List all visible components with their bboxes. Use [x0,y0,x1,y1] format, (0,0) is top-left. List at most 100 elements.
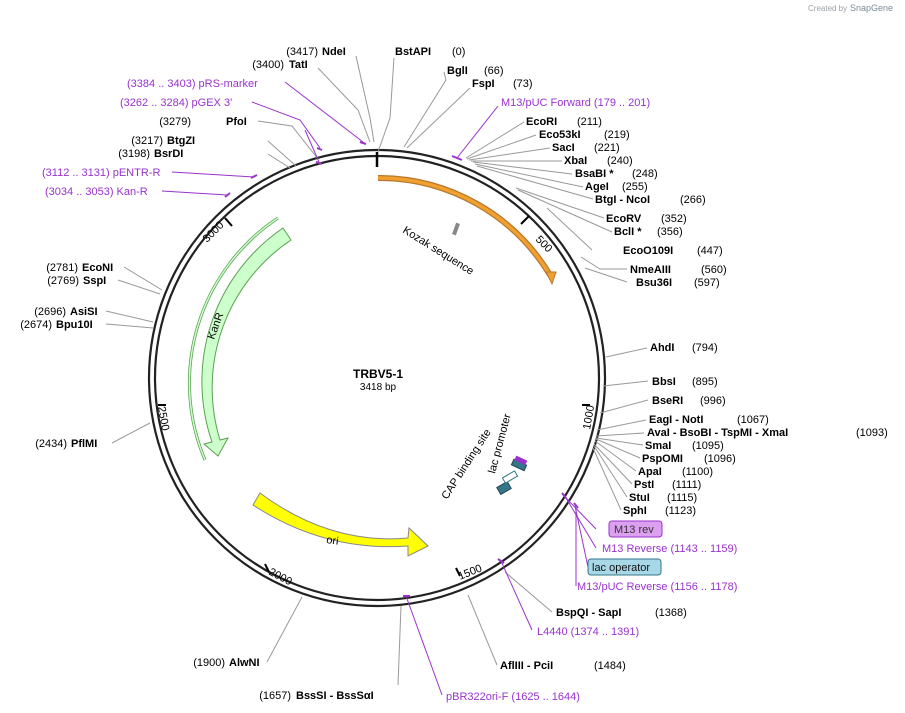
site-pos: (1067) [737,414,769,426]
site-label: BglI [447,65,468,77]
tick-3000: 3000 [201,219,227,245]
primer-label: (3384 .. 3403) pRS-marker [127,78,258,90]
backbone-outer [147,148,607,608]
site-label: ApaI [638,466,662,478]
site-label: Eco53kI [539,129,581,141]
primer-label: M13/pUC Reverse (1156 .. 1178) [577,581,737,593]
site-label: FspI [472,78,495,90]
site-pos: (1115) [667,492,697,504]
site-pos: (794) [692,342,718,354]
site-label: BseRI [652,395,683,407]
site-label: AgeI [585,181,609,193]
kanr-feature[interactable]: KanR [187,216,292,461]
site-pos: (3400) [252,59,284,71]
site-pos: (0) [452,46,465,58]
primer-label: L4440 (1374 .. 1391) [537,626,639,638]
site-label: AflIII - PciI [500,660,553,672]
site-label: AsiSI [70,306,98,318]
plasmid-name: TRBV5-1 [353,367,403,381]
cap-binding-label: CAP binding site [439,427,493,502]
site-label: PspOMI [642,453,683,465]
tick-1000: 1000 [581,404,597,430]
site-label: BsaBI * [575,168,614,180]
site-label: BtgZI [167,135,195,147]
site-pos: (996) [700,395,726,407]
primer-label: (3262 .. 3284) pGEX 3' [120,97,232,109]
site-pos: (266) [680,194,706,206]
site-pos: (240) [607,155,633,167]
site-label: BclI * [614,226,642,238]
site-pos: (352) [661,213,687,225]
sites-right: BstAPI (0) BglI (66) FspI (73) EcoRI (21… [395,46,888,672]
site-label: EcoNI [82,262,113,274]
kozak-label: Kozak sequence [400,224,475,277]
site-pos: (2769) [47,275,79,287]
site-label: Bpu10I [56,319,93,331]
site-pos: (211) [577,116,602,128]
site-pos: (2674) [20,319,52,331]
kozak-feature[interactable]: Kozak sequence [377,174,557,286]
site-label: XbaI [564,155,587,167]
site-pos: (1111) [672,479,701,491]
site-pos: (356) [657,226,683,238]
ori-label: ori [326,534,340,548]
site-pos: (597) [694,277,720,289]
site-label: SphI [623,505,647,517]
ori-feature[interactable]: ori [252,492,429,557]
site-pos: (560) [701,264,727,276]
primer-connectors [161,81,597,696]
site-pos: (73) [513,78,533,90]
site-label: BstAPI [395,46,431,58]
m13rev-box[interactable]: M13 rev [608,520,663,538]
site-pos: (1657) [259,690,291,702]
site-label: Bsu36I [636,277,672,289]
primer-label: pBR322ori-F (1625 .. 1644) [446,691,580,703]
site-pos: (1368) [655,607,687,619]
site-label: NmeAIII [630,264,671,276]
site-pos: (3417) [286,46,318,58]
site-pos: (3217) [131,135,163,147]
site-label: TatI [289,59,308,71]
tick-2500: 2500 [155,405,171,431]
site-pos: (3279) [159,116,191,128]
site-pos: (895) [692,376,718,388]
lac-features[interactable]: CAP binding site lac promoter [439,412,528,502]
plasmid-length: 3418 bp [360,382,397,393]
site-pos: (219) [604,129,630,141]
lacop-box[interactable]: lac operator [587,558,662,576]
site-label: BsrDI [154,148,183,160]
site-pos: (66) [484,65,504,77]
site-label: BtgI - NcoI [595,194,650,206]
primer-label: (3034 .. 3053) Kan-R [45,186,148,198]
site-pos: (1900) [193,657,225,669]
site-pos: (2434) [35,438,67,450]
primer-label: M13 Reverse (1143 .. 1159) [602,543,737,555]
site-label: StuI [629,492,650,504]
site-label: SmaI [645,440,671,452]
site-pos: (2781) [46,262,78,274]
site-pos: (447) [697,245,723,257]
site-pos: (2696) [34,306,66,318]
scale-ticks: 500 1000 1500 2000 2500 3000 [155,215,597,588]
lacop-box-label: lac operator [592,562,650,574]
primer-label: M13/pUC Forward (179 .. 201) [501,97,650,109]
site-label: NdeI [322,46,346,58]
site-label: PstI [634,479,654,491]
site-pos: (1095) [692,440,724,452]
lac-promoter-label: lac promoter [486,412,514,474]
site-label: AlwNI [229,657,260,669]
site-pos: (1093) [856,427,888,439]
site-label: AvaI - BsoBI - TspMI - XmaI [647,427,788,439]
site-pos: (3198) [118,148,150,160]
site-pos: (1484) [594,660,626,672]
site-label: BssSI - BssSαI [296,690,374,702]
site-pos: (255) [622,181,648,193]
snapgene-brand: SnapGene [850,3,893,13]
site-label: SspI [83,275,106,287]
sites-left: (3417) NdeI (3400) TatI (3279) PfoI (321… [20,46,373,702]
primer-label: (3112 .. 3131) pENTR-R [42,167,160,179]
site-label: EcoRV [606,213,642,225]
site-label: EcoRI [526,116,557,128]
site-label: BspQI - SapI [556,607,621,619]
site-connectors-right [105,55,649,686]
